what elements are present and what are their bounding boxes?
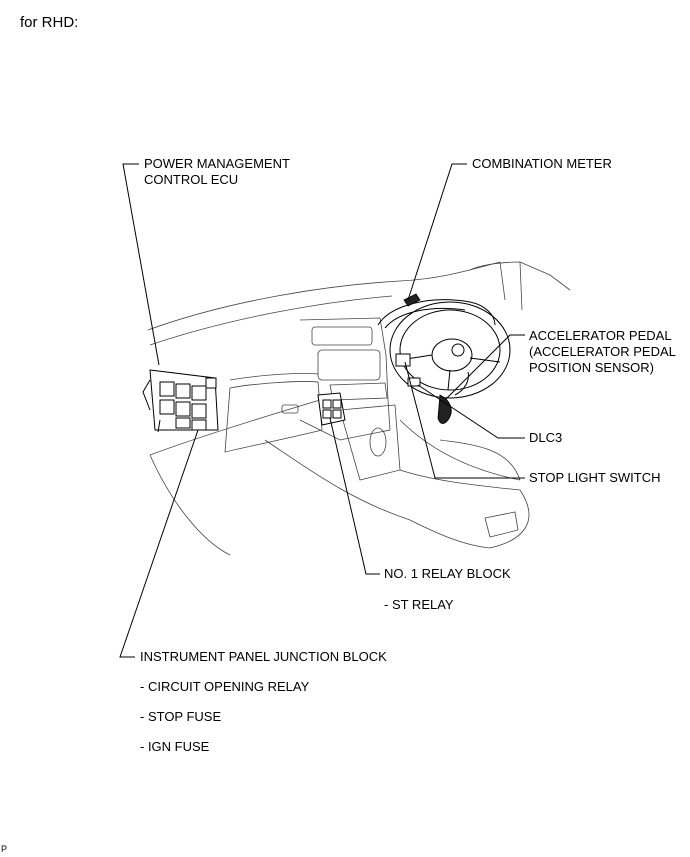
stop-light-switch-label: STOP LIGHT SWITCH xyxy=(529,470,661,485)
relay-block-label: NO. 1 RELAY BLOCK xyxy=(384,566,511,581)
accelerator-pedal-label: ACCELERATOR PEDAL (ACCELERATOR PEDAL POS… xyxy=(529,328,676,376)
accelerator-pedal-line-1: ACCELERATOR PEDAL xyxy=(529,328,672,343)
dlc3-label: DLC3 xyxy=(529,430,563,445)
relay-block-part xyxy=(317,392,346,426)
junction-block-part xyxy=(142,369,219,433)
ign-fuse-item: - IGN FUSE xyxy=(140,739,210,754)
leader-lines xyxy=(119,163,525,658)
leader-power-management xyxy=(122,163,160,366)
diagram-header: for RHD: xyxy=(20,14,79,31)
stop-fuse-item: - STOP FUSE xyxy=(140,709,222,724)
leader-combination-meter xyxy=(407,163,467,301)
leader-stop-light-switch xyxy=(404,361,525,479)
leader-dlc3 xyxy=(417,384,525,439)
combination-meter-label: COMBINATION METER xyxy=(472,156,612,171)
combination-meter-part xyxy=(377,293,496,329)
power-management-line-1: POWER MANAGEMENT xyxy=(144,156,290,171)
junction-block-label: INSTRUMENT PANEL JUNCTION BLOCK xyxy=(140,649,387,664)
accelerator-pedal-part xyxy=(437,371,469,424)
accelerator-pedal-line-3: POSITION SENSOR) xyxy=(529,360,654,375)
figure-code: P xyxy=(1,844,8,854)
circuit-opening-relay-item: - CIRCUIT OPENING RELAY xyxy=(140,679,310,694)
leader-relay-block xyxy=(329,417,380,575)
leader-accelerator-pedal xyxy=(444,334,525,401)
leader-junction-block xyxy=(119,429,199,658)
power-management-line-2: CONTROL ECU xyxy=(144,172,239,187)
accelerator-pedal-line-2: (ACCELERATOR PEDAL xyxy=(529,344,676,359)
power-management-label: POWER MANAGEMENT CONTROL ECU xyxy=(144,156,290,188)
st-relay-item: - ST RELAY xyxy=(384,597,454,612)
dashboard-outline xyxy=(147,261,571,556)
dlc3-part xyxy=(395,353,421,387)
